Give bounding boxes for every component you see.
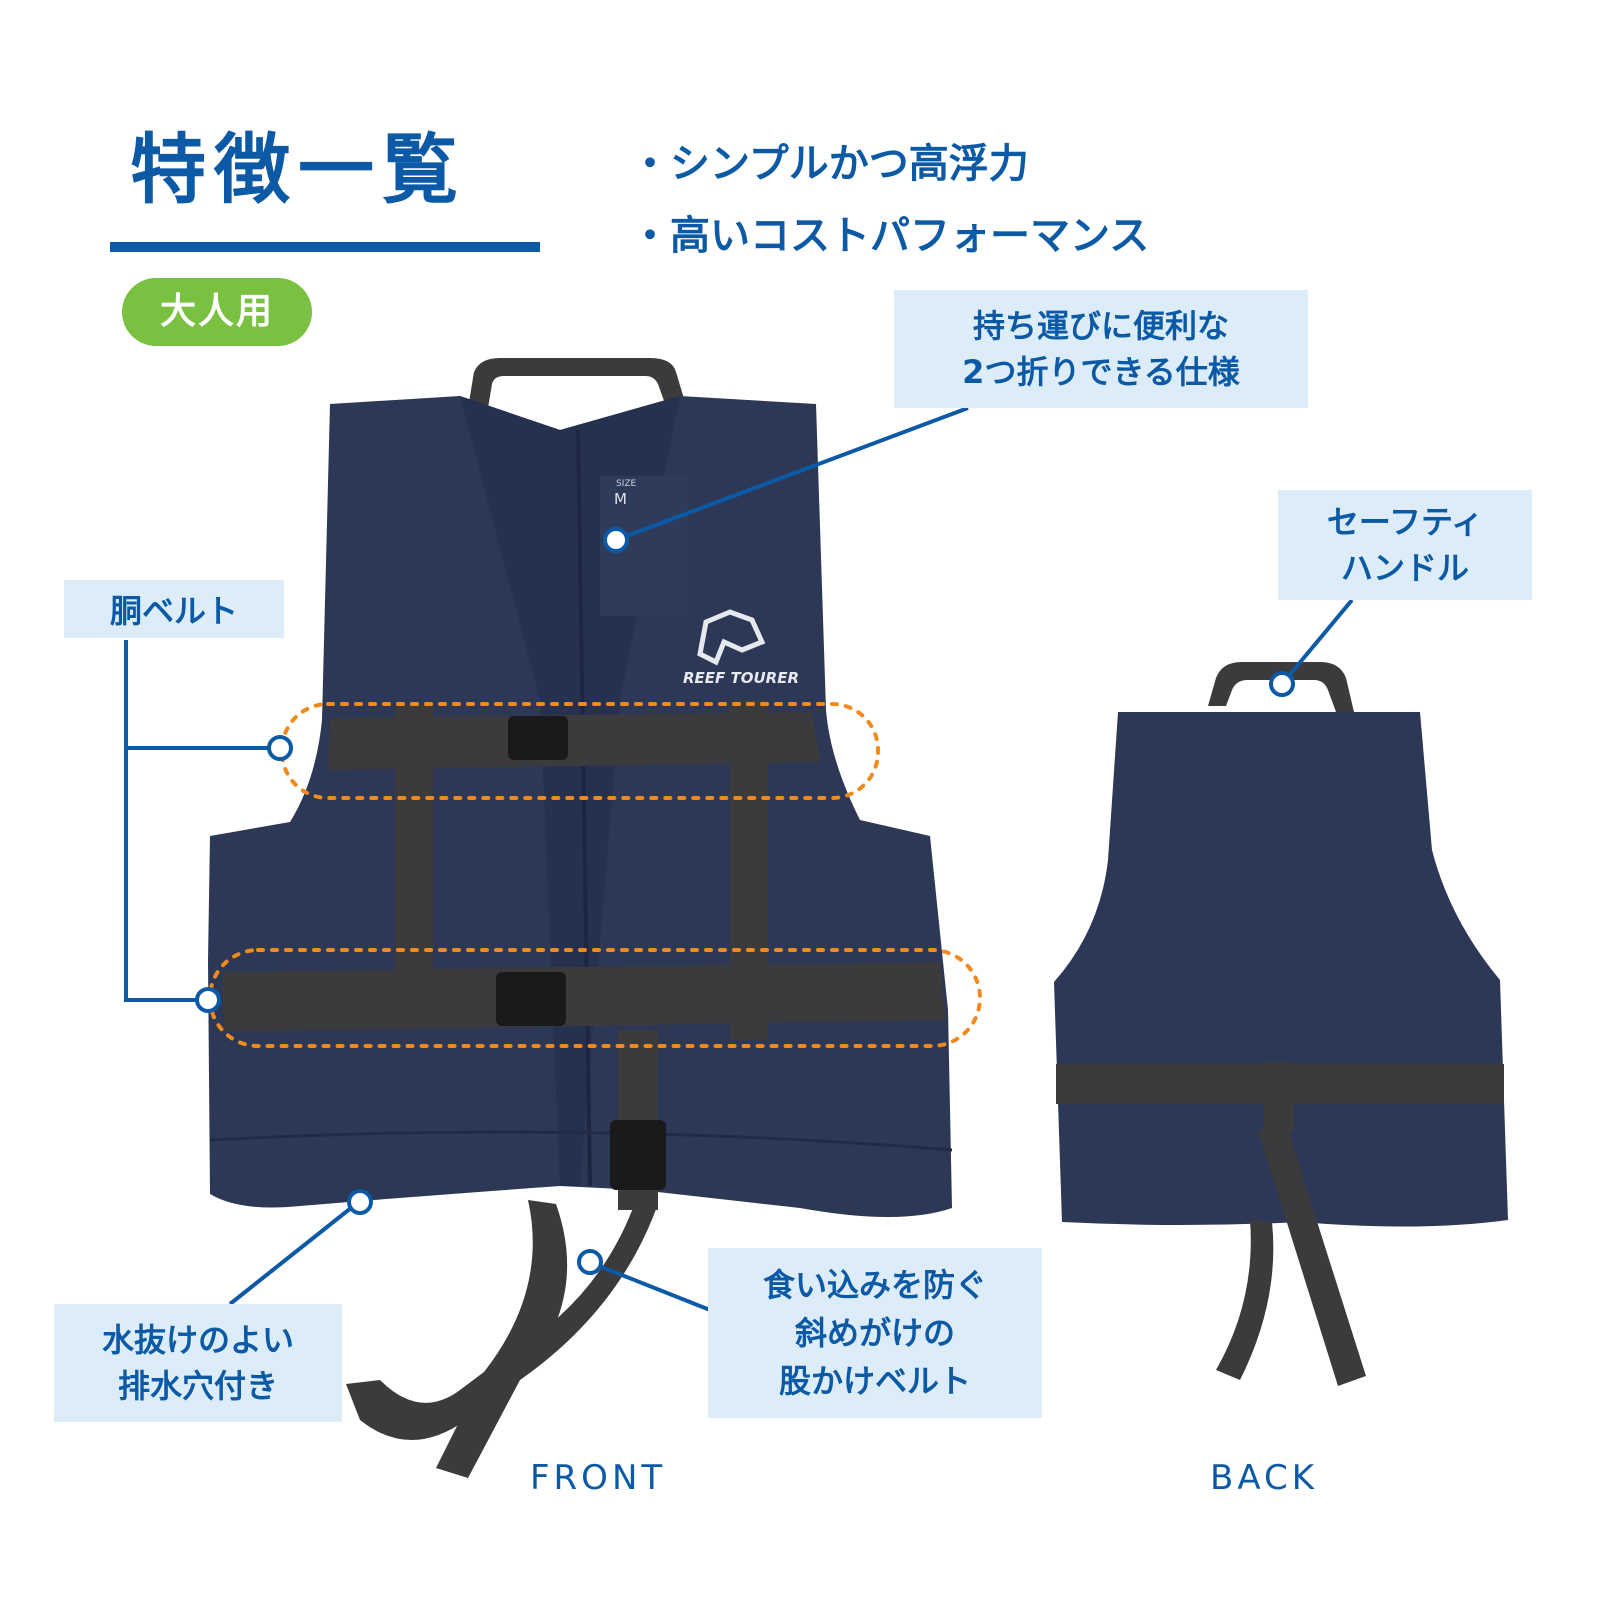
adult-badge: 大人用 [122,278,312,346]
lower-buckle [496,972,566,1026]
lower-torso-belt [222,962,946,1032]
title-underline [110,242,540,252]
feature-list: シンプルかつ高浮力 高いコストパフォーマンス [630,128,1149,272]
callout-torso-belt: 胴ベルト [64,580,284,638]
crotch-strap-loop-left [346,1200,658,1440]
leader-handle [1280,598,1354,686]
dot-crotch [577,1249,603,1275]
callout-line: 持ち運びに便利な [972,307,1229,345]
size-tag-label: SIZE [616,479,637,489]
dot-belt-lower [195,987,221,1013]
size-tag-size: M [614,490,627,508]
leader-fold [615,406,969,542]
brand-logo-text: REEF TOURER [683,669,799,687]
leader-crotch [593,1262,711,1312]
back-belt-loop [1264,1062,1294,1132]
callout-crotch-belt: 食い込みを防ぐ 斜めがけの 股かけベルト [708,1248,1042,1418]
page-title: 特徴一覧 [130,125,466,214]
feature-item: 高いコストパフォーマンス [630,200,1149,272]
back-handle [1208,662,1354,712]
back-crotch-strap-left [1216,1220,1274,1380]
leader-drain [228,1202,358,1306]
front-view-label: FRONT [530,1458,667,1498]
leader-lines [124,406,1354,1312]
brand-logo: REEF TOURER [683,609,799,687]
leader-belt-lower [124,640,204,1002]
upper-buckle [508,716,568,760]
callout-foldable: 持ち運びに便利な 2つ折りできる仕様 [894,290,1308,408]
crotch-buckle [610,1120,666,1190]
callout-line: 2つ折りできる仕様 [962,353,1240,391]
callout-line: セーフティ [1326,503,1484,541]
front-center-seam [576,429,592,1187]
back-crotch-strap-right [1258,1130,1366,1386]
callout-line: 斜めがけの [794,1314,955,1352]
front-vest: SIZE M REEF TOURER [208,358,953,1478]
callout-line: 股かけベルト [778,1362,971,1400]
callout-line: 排水穴付き [117,1367,278,1405]
dot-drain [347,1189,373,1215]
callout-line: ハンドル [1340,549,1469,587]
upper-torso-belt [328,712,820,770]
front-handle [468,358,688,412]
front-bottom-seam [209,1130,953,1152]
callout-line: 胴ベルト [109,592,238,630]
brand-logo-mark [697,609,766,666]
callout-safety-handle: セーフティ ハンドル [1278,490,1532,600]
back-view-label: BACK [1210,1458,1319,1498]
leader-dots [195,527,1295,1275]
feature-item: シンプルかつ高浮力 [630,128,1149,200]
back-vest [1054,662,1508,1386]
callout-drain-holes: 水抜けのよい 排水穴付き [54,1304,342,1422]
callout-line: 水抜けのよい [101,1321,294,1359]
dot-fold [603,527,629,553]
upper-belt-highlight [280,702,880,800]
callout-line: 食い込みを防ぐ [762,1266,987,1304]
dot-belt-upper [267,735,293,761]
dot-handle [1269,671,1295,697]
